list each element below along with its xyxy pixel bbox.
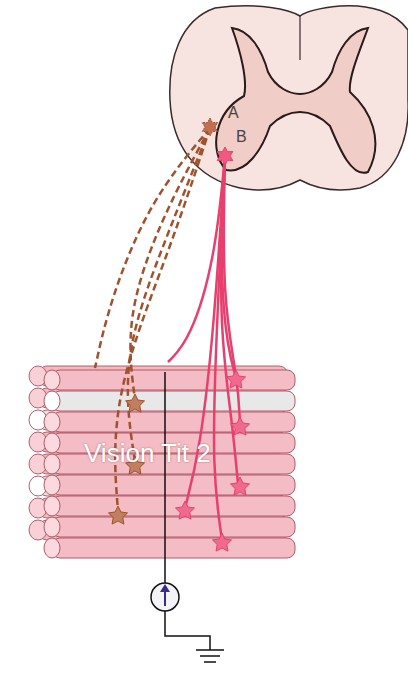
spinal-cord bbox=[170, 6, 408, 190]
muscle-fibers bbox=[29, 366, 295, 558]
neuron-label-holder: A bbox=[228, 104, 239, 122]
neuron-label-holder: B bbox=[236, 128, 247, 146]
gray-matter bbox=[216, 28, 375, 173]
motor-neuron-b bbox=[217, 147, 233, 165]
neuron-label: A bbox=[228, 104, 239, 121]
watermark: Vision Tit 2 bbox=[84, 438, 211, 468]
watermark-holder: Vision Tit 2 bbox=[84, 438, 211, 469]
motor-neuron-b-axons bbox=[168, 156, 250, 551]
median-fissure bbox=[299, 16, 300, 60]
motor-neuron-a bbox=[202, 118, 218, 136]
neuron-label: B bbox=[236, 128, 247, 145]
